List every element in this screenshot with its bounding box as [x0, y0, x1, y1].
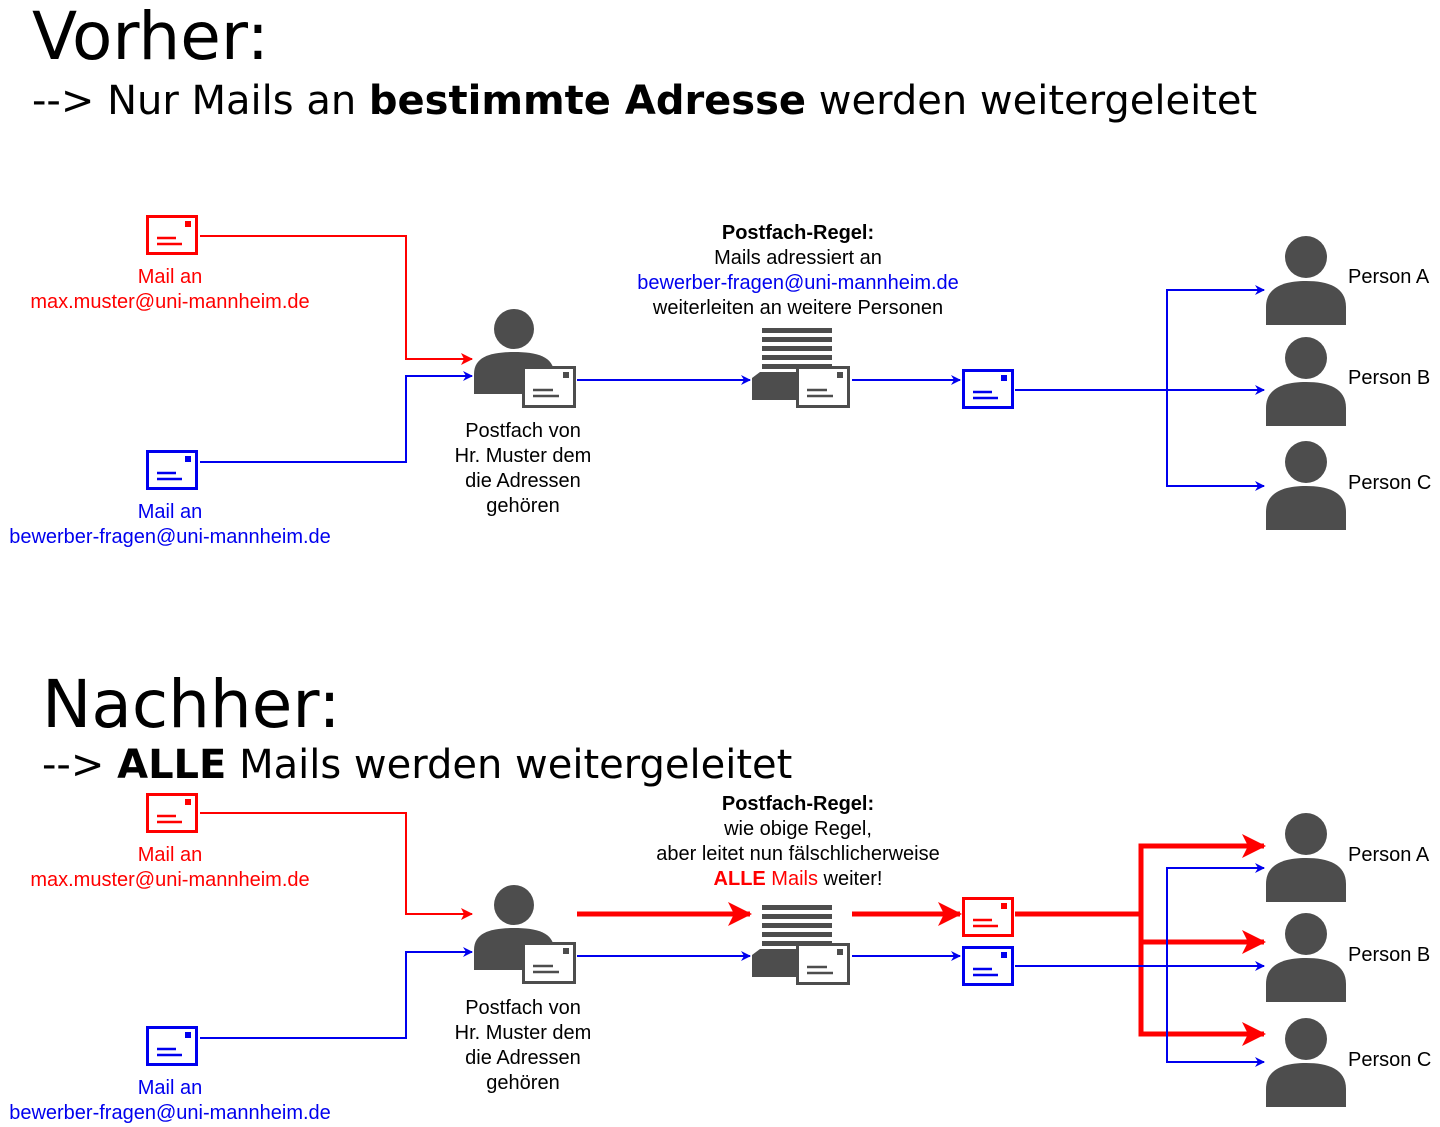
- person-icon: [1266, 236, 1346, 325]
- nachher-subtitle-bold: ALLE: [117, 742, 227, 788]
- vorher-person-a: Person A: [1348, 266, 1430, 288]
- nachher-red-arrow-person-b: [1138, 914, 1266, 954]
- nachher-mailbox-line3: die Adressen: [465, 1047, 581, 1069]
- nachher-blue-arrow-person-c: [1166, 966, 1265, 1067]
- vorher-title: Vorher:: [32, 0, 270, 75]
- vorher-arrow-person-a: [1015, 285, 1265, 391]
- vorher-subtitle-prefix: --> Nur Mails an: [32, 78, 369, 124]
- vorher-blue-connector: [200, 371, 473, 463]
- nachher-mailbox-line4: gehören: [486, 1072, 560, 1094]
- vorher-mailbox-line3: die Adressen: [465, 470, 581, 492]
- vorher-mail-blue-line1: Mail an: [137, 501, 203, 523]
- vorher-red-connector: [200, 235, 473, 365]
- envelope-icon: [962, 897, 1014, 937]
- nachher-red-connector: [200, 812, 473, 920]
- envelope-icon: [146, 450, 198, 490]
- nachher-rule-title: Postfach-Regel:: [721, 793, 875, 815]
- vorher-rule-label: Postfach-Regel: Mails adressiert an bewe…: [598, 221, 998, 321]
- person-icon: [1266, 1018, 1346, 1107]
- nachher-blue-arrow-person-a: [1015, 863, 1265, 967]
- vorher-rule-title: Postfach-Regel:: [721, 222, 875, 244]
- person-icon: [1266, 441, 1346, 530]
- nachher-red-arrow-person-c: [1138, 942, 1266, 1046]
- vorher-person-b: Person B: [1348, 367, 1431, 389]
- vorher-mailbox-line4: gehören: [486, 495, 560, 517]
- nachher-person-c: Person C: [1348, 1049, 1432, 1071]
- nachher-mail-blue-label: Mail an bewerber-fragen@uni-mannheim.de: [0, 1076, 340, 1126]
- nachher-rule-line3-alle: ALLE: [713, 868, 766, 890]
- nachher-subtitle: --> ALLE Mails werden weitergeleitet: [42, 742, 792, 788]
- person-icon: [1266, 337, 1346, 426]
- nachher-mail-blue-line1: Mail an: [137, 1077, 203, 1099]
- nachher-rule-label: Postfach-Regel: wie obige Regel, aber le…: [598, 792, 998, 892]
- vorher-mailbox-line1: Postfach von: [465, 420, 581, 442]
- vorher-subtitle: --> Nur Mails an bestimmte Adresse werde…: [32, 78, 1257, 124]
- person-icon: [1266, 913, 1346, 1002]
- nachher-title: Nachher:: [42, 666, 341, 743]
- nachher-person-b: Person B: [1348, 944, 1431, 966]
- vorher-subtitle-suffix: werden weitergeleitet: [806, 78, 1258, 124]
- nachher-mail-red-line2: max.muster@uni-mannheim.de: [30, 869, 310, 891]
- vorher-mail-red-line2: max.muster@uni-mannheim.de: [30, 291, 310, 313]
- nachher-mailbox-label: Postfach von Hr. Muster dem die Adressen…: [433, 996, 613, 1096]
- nachher-rule-line3-end: weiter!: [817, 868, 883, 890]
- nachher-mailbox-line1: Postfach von: [465, 997, 581, 1019]
- envelope-icon: [146, 793, 198, 833]
- envelope-icon: [146, 215, 198, 255]
- vorher-mail-red-label: Mail an max.muster@uni-mannheim.de: [0, 265, 340, 315]
- nachher-subtitle-prefix: -->: [42, 742, 118, 788]
- nachher-mail-blue-line2: bewerber-fragen@uni-mannheim.de: [9, 1102, 331, 1124]
- vorher-mail-red-line1: Mail an: [137, 266, 203, 288]
- vorher-arrow-person-c: [1166, 390, 1265, 491]
- nachher-red-arrow-person-a: [1015, 834, 1266, 917]
- vorher-person-c: Person C: [1348, 472, 1432, 494]
- vorher-mail-blue-label: Mail an bewerber-fragen@uni-mannheim.de: [0, 500, 340, 550]
- envelope-icon: [962, 946, 1014, 986]
- nachher-rule-line1: wie obige Regel,: [724, 818, 872, 840]
- nachher-mailbox-line2: Hr. Muster dem: [454, 1022, 592, 1044]
- nachher-blue-connector: [200, 947, 473, 1039]
- forward-rule-icon: [752, 905, 849, 984]
- nachher-rule-line3: ALLE Mails weiter!: [598, 867, 998, 892]
- nachher-rule-line2: aber leitet nun fälschlicherweise: [656, 843, 940, 865]
- vorher-mail-blue-line2: bewerber-fragen@uni-mannheim.de: [9, 526, 331, 548]
- forward-rule-icon: [752, 328, 849, 407]
- envelope-icon: [146, 1026, 198, 1066]
- mailbox-icon: [474, 885, 575, 983]
- vorher-mailbox-line2: Hr. Muster dem: [454, 445, 592, 467]
- vorher-rule-line3: weiterleiten an weitere Personen: [652, 297, 944, 319]
- vorher-subtitle-bold: bestimmte Adresse: [368, 78, 807, 124]
- mailbox-icon: [474, 309, 575, 407]
- nachher-person-a: Person A: [1348, 844, 1430, 866]
- vorher-mailbox-label: Postfach von Hr. Muster dem die Adressen…: [433, 419, 613, 519]
- nachher-mail-red-label: Mail an max.muster@uni-mannheim.de: [0, 843, 340, 893]
- vorher-rule-line2: bewerber-fragen@uni-mannheim.de: [637, 272, 959, 294]
- nachher-mail-red-line1: Mail an: [137, 844, 203, 866]
- vorher-rule-line1: Mails adressiert an: [714, 247, 882, 269]
- nachher-subtitle-suffix: Mails werden weitergeleitet: [226, 742, 793, 788]
- person-icon: [1266, 813, 1346, 902]
- nachher-rule-line3-mails: Mails: [765, 868, 818, 890]
- envelope-icon: [962, 369, 1014, 409]
